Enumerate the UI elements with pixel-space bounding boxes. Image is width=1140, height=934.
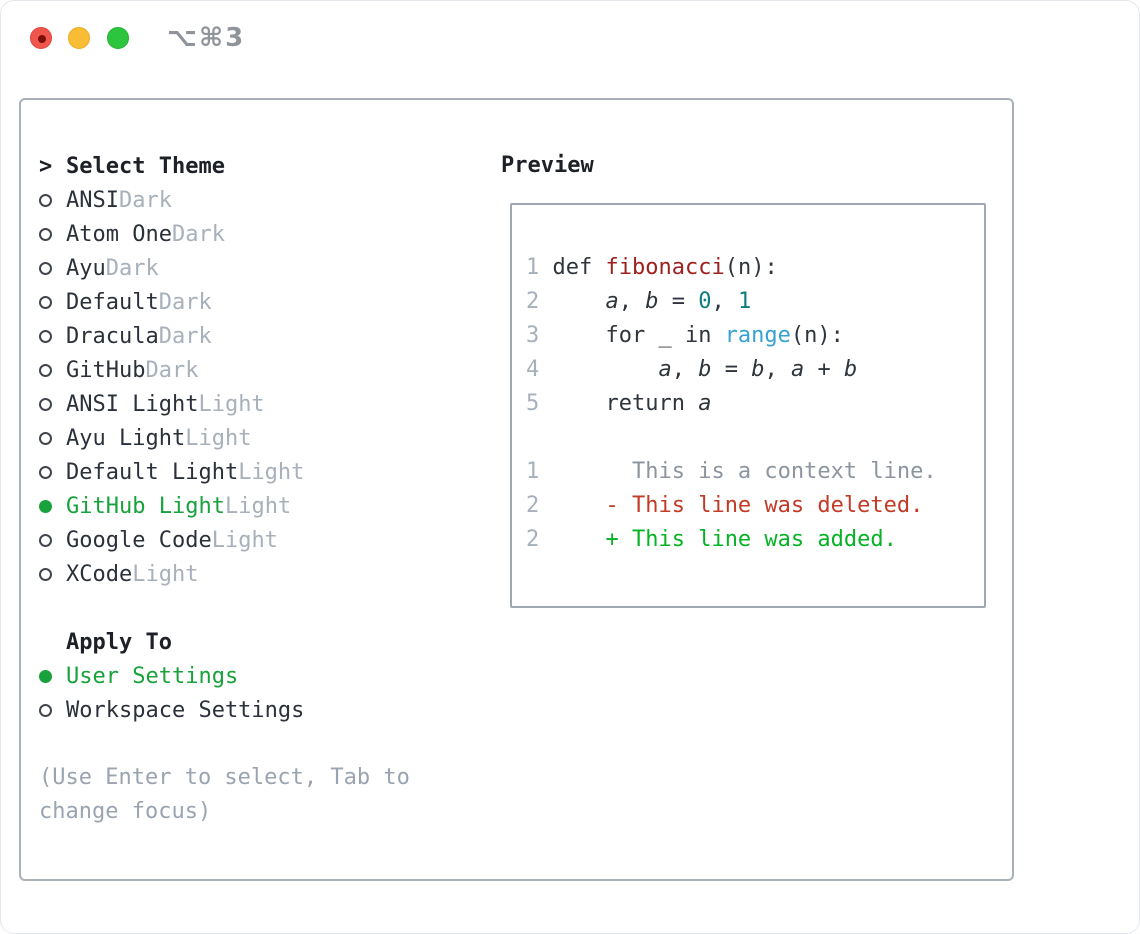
minimize-button[interactable]: [68, 27, 90, 49]
code-line: 5 return a: [526, 391, 712, 416]
record-dot-icon: [38, 35, 46, 43]
radio-selected-icon: [39, 669, 52, 683]
theme-option[interactable]: Default Light Light: [39, 455, 304, 489]
option-variant: Light: [238, 459, 305, 485]
option-name: Default: [66, 289, 159, 315]
code-line: [526, 421, 937, 455]
theme-option[interactable]: Ayu Dark: [39, 251, 304, 285]
option-name: Default Light: [66, 459, 239, 485]
radio-icon: [39, 703, 52, 717]
radio-icon: [39, 465, 52, 479]
theme-option[interactable]: Atom One Dark: [39, 217, 304, 251]
apply-to-label: Apply To: [66, 629, 172, 655]
radio-icon: [39, 397, 52, 411]
line-number: 5: [526, 391, 540, 416]
keyboard-hint: (Use Enter to select, Tab to change focu…: [39, 765, 410, 824]
option-name: Atom One: [66, 221, 172, 247]
line-number: 2: [526, 527, 540, 552]
option-variant: Light: [132, 561, 199, 587]
code-line: [526, 217, 937, 251]
option-name: XCode: [66, 561, 133, 587]
theme-option[interactable]: XCode Light: [39, 557, 304, 591]
option-name: GitHub Light: [66, 493, 225, 519]
apply-to-option[interactable]: Workspace Settings: [39, 693, 304, 727]
theme-option[interactable]: GitHub Light Light: [39, 489, 304, 523]
theme-option[interactable]: ANSI Light Light: [39, 387, 304, 421]
code-line: 1 def fibonacci(n):: [526, 255, 778, 280]
option-variant: Dark: [118, 187, 172, 213]
preview-lines: 1 def fibonacci(n): 2 a, b = 0, 1 3 for _ …: [526, 217, 937, 557]
option-variant: Light: [198, 391, 265, 417]
line-number: 1: [526, 459, 540, 484]
code-line: 2 a, b = 0, 1: [526, 289, 752, 314]
code-line: 4 a, b = b, a + b: [526, 357, 858, 382]
option-name: ANSI: [66, 187, 119, 213]
window-title: ⌥⌘3: [167, 23, 246, 53]
line-number: 2: [526, 289, 540, 314]
option-name: Google Code: [66, 527, 212, 553]
radio-icon: [39, 295, 52, 309]
preview-label: Preview: [501, 153, 594, 178]
theme-option[interactable]: Google Code Light: [39, 523, 304, 557]
radio-icon: [39, 431, 52, 445]
option-name: Ayu Light: [66, 425, 186, 451]
apply-to-option[interactable]: User Settings: [39, 659, 304, 693]
option-variant: Dark: [158, 289, 212, 315]
option-variant: Light: [185, 425, 252, 451]
radio-icon: [39, 567, 52, 581]
radio-icon: [39, 261, 52, 275]
option-variant: Light: [211, 527, 278, 553]
close-button[interactable]: [30, 27, 52, 49]
radio-icon: [39, 329, 52, 343]
radio-selected-icon: [39, 499, 52, 513]
radio-icon: [39, 533, 52, 547]
window-titlebar: ⌥⌘3: [1, 1, 1139, 75]
option-variant: Dark: [145, 357, 199, 383]
apply-to-header: Apply To: [39, 625, 304, 659]
option-variant: Light: [224, 493, 292, 519]
select-theme-header: > Select Theme: [39, 149, 225, 183]
option-name: Dracula: [66, 323, 159, 349]
radio-icon: [39, 227, 52, 241]
option-variant: Dark: [158, 323, 212, 349]
line-number: 4: [526, 357, 540, 382]
option-name: User Settings: [66, 663, 239, 689]
option-name: Ayu: [66, 255, 106, 281]
line-number: 3: [526, 323, 540, 348]
code-line: 2 - This line was deleted.: [526, 493, 924, 518]
line-number: 1: [526, 255, 540, 280]
cursor-caret-icon: >: [39, 153, 53, 179]
code-line: 3 for _ in range(n):: [526, 323, 844, 348]
theme-option[interactable]: Default Dark: [39, 285, 304, 319]
maximize-button[interactable]: [107, 27, 129, 49]
option-variant: Dark: [105, 255, 159, 281]
radio-icon: [39, 363, 52, 377]
preview-code-box: 1 def fibonacci(n): 2 a, b = 0, 1 3 for _ …: [510, 203, 986, 608]
theme-option[interactable]: ANSI Dark: [39, 183, 304, 217]
code-line: 1 This is a context line.: [526, 459, 937, 484]
line-number: 2: [526, 493, 540, 518]
option-name: ANSI Light: [66, 391, 199, 417]
option-name: GitHub: [66, 357, 146, 383]
option-variant: Dark: [171, 221, 225, 247]
theme-option[interactable]: Ayu Light Light: [39, 421, 304, 455]
option-name: Workspace Settings: [66, 697, 305, 723]
select-theme-label: Select Theme: [66, 153, 225, 179]
code-line: 2 + This line was added.: [526, 527, 897, 552]
radio-icon: [39, 193, 52, 207]
theme-option[interactable]: GitHub Dark: [39, 353, 304, 387]
theme-option[interactable]: Dracula Dark: [39, 319, 304, 353]
